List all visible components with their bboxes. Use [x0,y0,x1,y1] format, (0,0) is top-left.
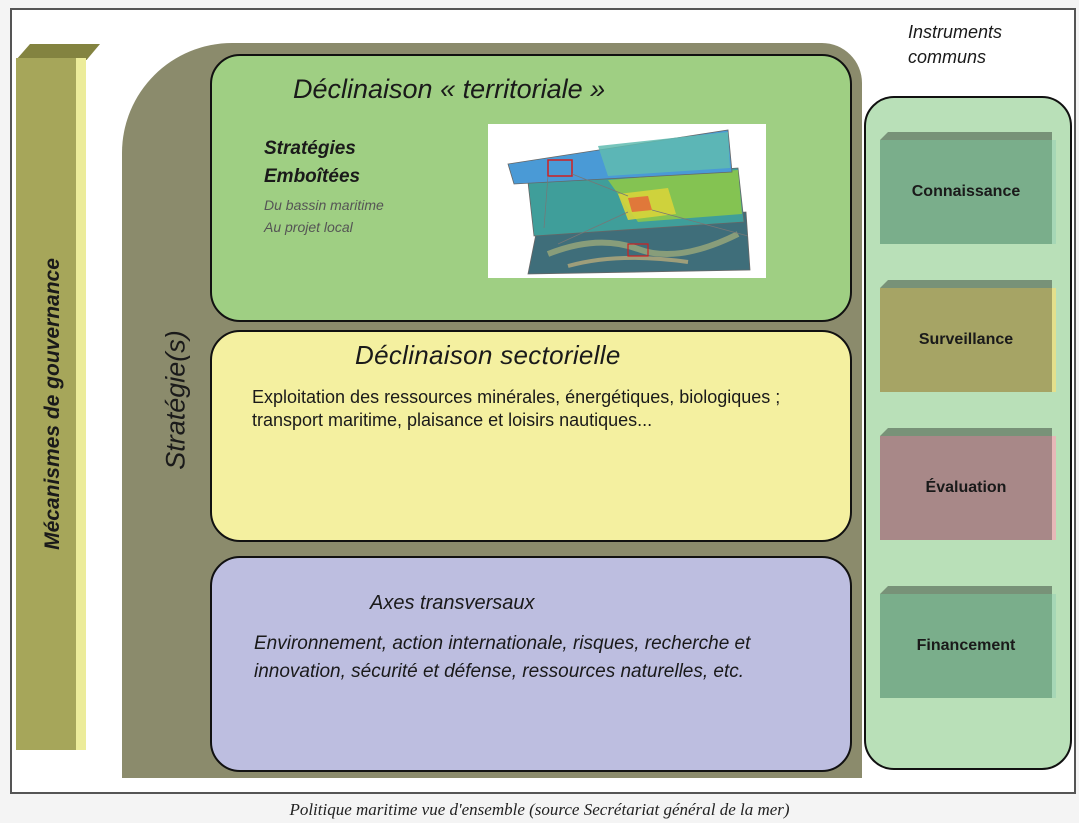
governance-bar [16,58,86,750]
scale-line1: Du bassin maritime [264,197,384,213]
instrument-connaissance: Connaissance [880,140,1056,244]
scale-line2: Au projet local [264,219,353,235]
sectoral-body: Exploitation des ressources minérales, é… [252,387,781,430]
governance-label: Mécanismes de gouvernance [41,258,64,550]
instrument-evaluation: Évaluation [880,436,1056,540]
sectoral-box [210,330,852,542]
nested-strategies-line2: Emboîtées [264,166,361,187]
territorial-title: Déclinaison « territoriale » [293,74,606,104]
transversal-body: Environnement, action internationale, ri… [254,633,751,682]
strategy-label: Stratégie(s) [160,330,191,470]
instruments-title-line2: communs [908,47,987,67]
instrument-financement: Financement [880,594,1056,698]
governance-bar-top [16,44,100,60]
nested-maps-illustration [488,124,766,278]
instrument-surveillance: Surveillance [880,288,1056,392]
figure-caption: Politique maritime vue d'ensemble (sourc… [289,800,790,819]
transversal-box [210,556,852,772]
nested-strategies-line1: Stratégies [264,138,356,159]
sectoral-title: Déclinaison sectorielle [355,340,621,370]
instruments-title-line1: Instruments [908,22,1003,42]
transversal-title: Axes transversaux [370,592,535,614]
